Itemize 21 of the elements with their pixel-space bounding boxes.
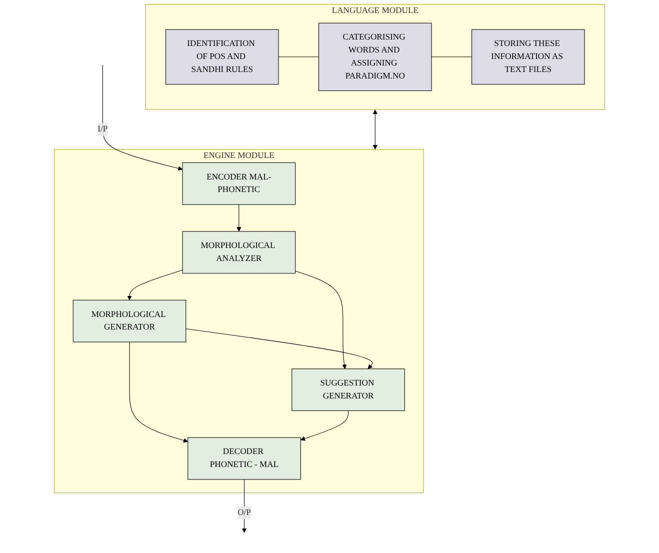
- arrow: [236, 204, 242, 232]
- arrow: [102, 64, 183, 171]
- arrow: [372, 110, 378, 150]
- connector: [278, 56, 320, 58]
- arrow: [295, 270, 347, 370]
- arrow: [129, 342, 188, 443]
- arrow: [242, 479, 247, 533]
- edge-label: O/P: [238, 508, 251, 518]
- node-box: MORPHOLOGICAL ANALYZER: [182, 231, 296, 274]
- node-box: IDENTIFICATION OF POS AND SANDHI RULES: [165, 29, 279, 85]
- arrow: [127, 270, 183, 300]
- node-box: STORING THESE INFORMATION AS TEXT FILES: [472, 29, 585, 85]
- node-box: DECODER PHONETIC - MAL: [188, 437, 301, 480]
- node-box: SUGGESTION GENERATOR: [292, 368, 405, 411]
- node-box: CATEGORISING WORDS AND ASSIGNING PARADIGM.NO: [318, 22, 432, 91]
- node-box: ENCODER MAL-PHONETIC: [182, 162, 296, 205]
- arrow: [186, 328, 373, 370]
- connector: [431, 56, 472, 58]
- arrow: [300, 410, 349, 441]
- node-box: MORPHOLOGICAL GENERATOR: [72, 300, 186, 342]
- edge-label: I/P: [98, 124, 108, 134]
